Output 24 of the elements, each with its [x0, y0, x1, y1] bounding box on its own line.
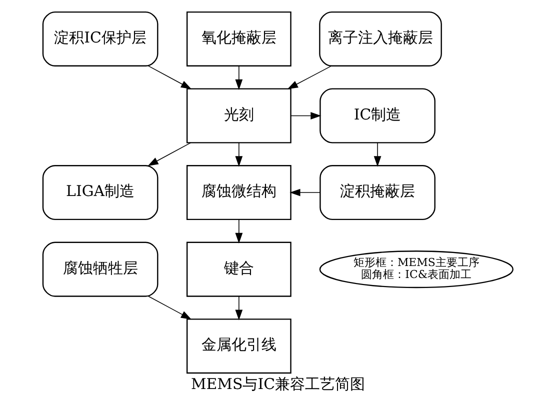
node-box: 键合	[186, 242, 291, 297]
arrow	[148, 66, 192, 90]
node-ellipse: 矩形框：MEMS主要工序 圆角框：IC&表面加工	[318, 250, 513, 288]
arrow	[234, 66, 242, 90]
arrow	[290, 112, 321, 120]
node-box: LIGA制造	[42, 165, 158, 220]
node-box: 氧化掩蔽层	[186, 11, 291, 66]
arrow	[148, 296, 192, 320]
arrow	[373, 142, 381, 167]
arrow	[289, 188, 320, 196]
node-box: 离子注入掩蔽层	[318, 11, 442, 66]
node-box: 腐蚀微结构	[186, 165, 291, 220]
node-box: 金属化引线	[186, 318, 291, 374]
node-box: 光刻	[186, 88, 291, 144]
node-box: 淀积掩蔽层	[319, 165, 435, 220]
arrow	[286, 66, 332, 90]
arrow	[147, 142, 191, 166]
arrow	[234, 142, 242, 167]
caption: MEMS与IC兼容工艺简图	[190, 374, 365, 393]
node-box: 腐蚀牺牲层	[42, 242, 158, 297]
arrow	[234, 219, 242, 244]
node-box: 淀积IC保护层	[42, 11, 158, 66]
node-box: IC制造	[319, 88, 435, 144]
arrow	[234, 296, 242, 320]
